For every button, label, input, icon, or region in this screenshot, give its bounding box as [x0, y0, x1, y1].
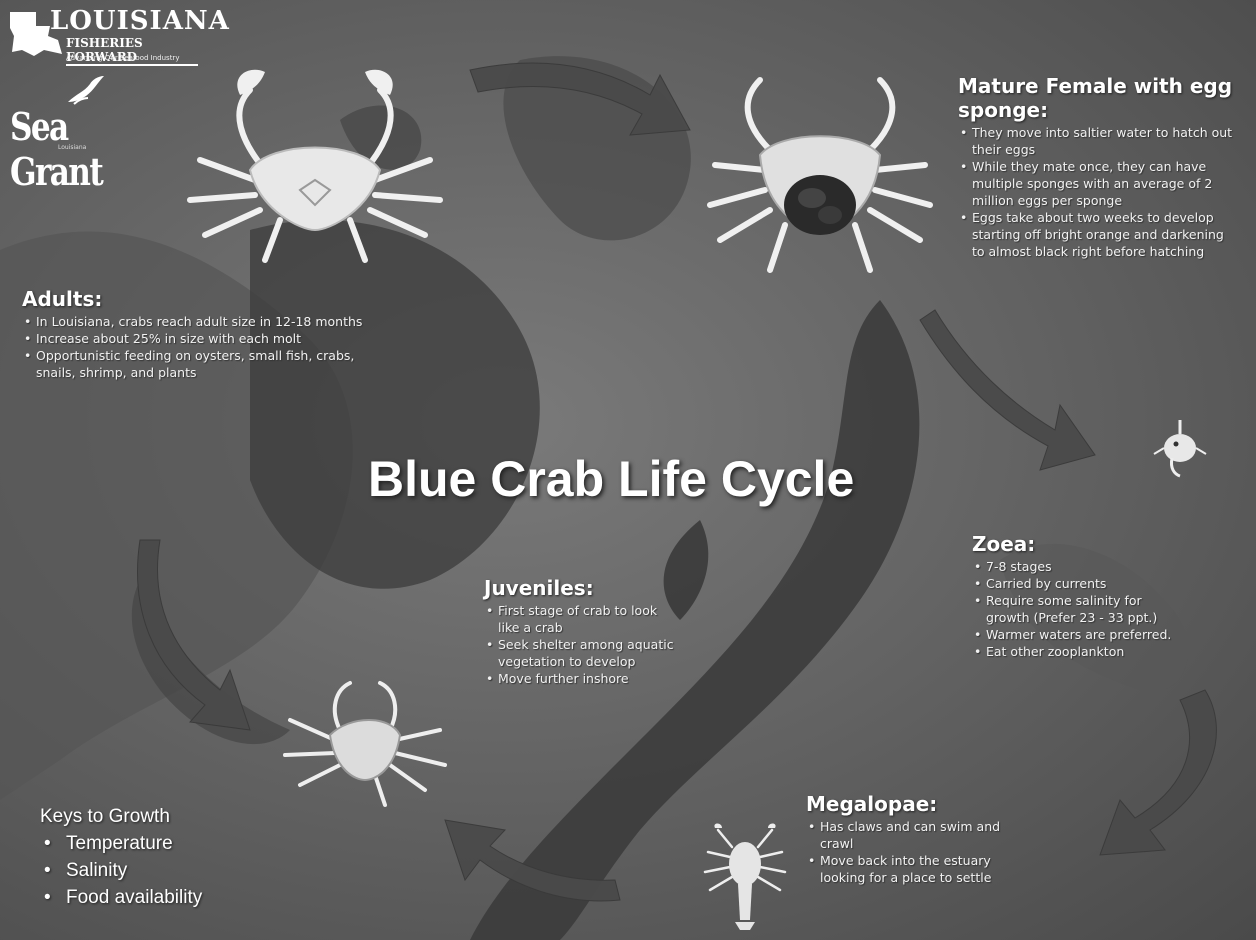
list-item: Seek shelter among aquatic vegetation to…	[484, 636, 674, 670]
page-title: Blue Crab Life Cycle	[368, 450, 854, 508]
list-item: Eat other zooplankton	[972, 643, 1172, 660]
keys-to-growth-section: Keys to Growth Temperature Salinity Food…	[40, 806, 202, 911]
list-item: Require some salinity for growth (Prefer…	[972, 592, 1172, 626]
keys-to-growth-heading: Keys to Growth	[40, 806, 202, 828]
list-item: Salinity	[40, 857, 202, 884]
louisiana-fisheries-forward-logo: LOUISIANA FISHERIES FORWARD Advancing Ou…	[8, 6, 198, 64]
sea-grant-logo-subtitle: Louisiana	[58, 144, 86, 151]
list-item: First stage of crab to look like a crab	[484, 602, 674, 636]
adult-crab-icon	[180, 60, 450, 280]
female-crab-egg-sponge-icon	[700, 70, 940, 290]
bird-icon	[64, 74, 108, 108]
list-item: Carried by currents	[972, 575, 1172, 592]
list-item: Warmer waters are preferred.	[972, 626, 1172, 643]
juveniles-heading: Juveniles:	[484, 576, 674, 600]
mature-female-heading: Mature Female with egg sponge:	[958, 74, 1238, 122]
adults-section: Adults: In Louisiana, crabs reach adult …	[22, 287, 442, 381]
zoea-bullets: 7-8 stages Carried by currents Require s…	[972, 558, 1172, 660]
zoea-section: Zoea: 7-8 stages Carried by currents Req…	[972, 532, 1172, 660]
list-item: Increase about 25% in size with each mol…	[22, 330, 442, 347]
megalopae-bullets: Has claws and can swim and crawl Move ba…	[806, 818, 1036, 886]
list-item: They move into saltier water to hatch ou…	[958, 124, 1238, 158]
list-item: 7-8 stages	[972, 558, 1172, 575]
megalopae-heading: Megalopae:	[806, 792, 1036, 816]
list-item: Temperature	[40, 830, 202, 857]
sea-grant-logo: Sea Grant Louisiana	[10, 74, 130, 154]
zoea-larva-icon	[1152, 418, 1208, 478]
list-item: While they mate once, they can have mult…	[958, 158, 1238, 209]
megalopa-larva-icon	[700, 822, 790, 932]
adults-bullets: In Louisiana, crabs reach adult size in …	[22, 313, 442, 381]
list-item: Has claws and can swim and crawl	[806, 818, 1036, 852]
juveniles-section: Juveniles: First stage of crab to look l…	[484, 576, 674, 687]
mature-female-section: Mature Female with egg sponge: They move…	[958, 74, 1238, 260]
megalopae-section: Megalopae: Has claws and can swim and cr…	[806, 792, 1036, 886]
mature-female-bullets: They move into saltier water to hatch ou…	[958, 124, 1238, 260]
zoea-heading: Zoea:	[972, 532, 1172, 556]
keys-to-growth-list: Temperature Salinity Food availability	[40, 830, 202, 911]
list-item: Move back into the estuary looking for a…	[806, 852, 1036, 886]
list-item: Eggs take about two weeks to develop sta…	[958, 209, 1238, 260]
louisiana-logo-tagline: Advancing Our Seafood Industry	[66, 54, 179, 62]
louisiana-logo-title: LOUISIANA	[50, 6, 230, 36]
juvenile-crab-icon	[280, 675, 450, 815]
list-item: Move further inshore	[484, 670, 674, 687]
list-item: Opportunistic feeding on oysters, small …	[22, 347, 396, 381]
adults-heading: Adults:	[22, 287, 442, 311]
list-item: In Louisiana, crabs reach adult size in …	[22, 313, 442, 330]
juveniles-bullets: First stage of crab to look like a crab …	[484, 602, 674, 687]
list-item: Food availability	[40, 884, 202, 911]
